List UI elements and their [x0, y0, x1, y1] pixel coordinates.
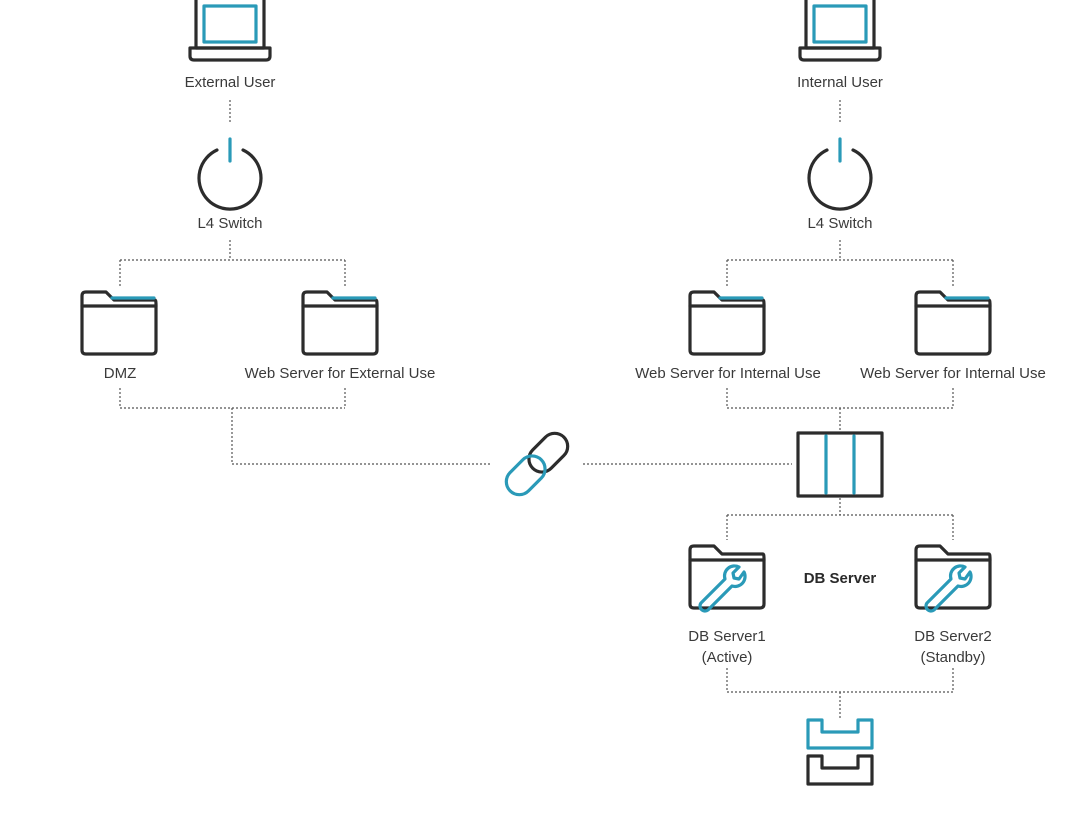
db-server-group-label: DB Server [803, 570, 877, 587]
power-icon [807, 137, 873, 211]
web-server-internal-2-label: Web Server for Internal Use [860, 365, 1046, 382]
chain-link-icon [504, 431, 570, 497]
folder-icon [914, 290, 992, 356]
folder-wrench-icon [688, 544, 766, 613]
external-user-label: External User [184, 74, 276, 91]
folder-icon [301, 290, 379, 356]
firewall-icon [796, 431, 884, 498]
l4-switch-external-label: L4 Switch [197, 215, 263, 232]
connector-lines [119, 100, 954, 718]
db-server-2-label: DB Server2 (Standby) [914, 628, 992, 666]
storage-tray-icon [806, 718, 874, 786]
web-server-external-label: Web Server for External Use [244, 365, 436, 382]
internal-user-label: Internal User [797, 74, 883, 91]
folder-wrench-icon [914, 544, 992, 613]
folder-icon [80, 290, 158, 356]
power-icon [197, 137, 263, 211]
laptop-icon [798, 0, 882, 62]
l4-switch-internal-label: L4 Switch [807, 215, 873, 232]
db-server-1-label: DB Server1 (Active) [688, 628, 766, 666]
folder-icon [688, 290, 766, 356]
dmz-label: DMZ [103, 365, 137, 382]
web-server-internal-1-label: Web Server for Internal Use [635, 365, 821, 382]
laptop-icon [188, 0, 272, 62]
